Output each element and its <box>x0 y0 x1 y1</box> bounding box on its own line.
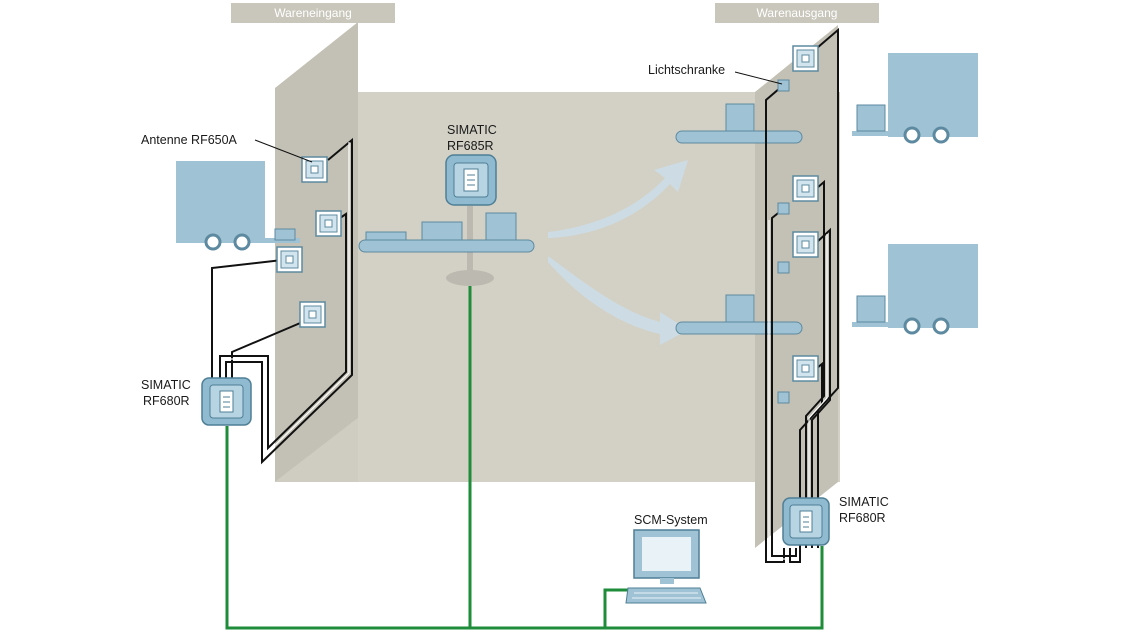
rf650a-antenna-icon <box>276 246 303 273</box>
outbound-truck-body <box>888 53 978 137</box>
inbound-truck-box <box>274 228 296 241</box>
conveyor-belt <box>675 130 803 144</box>
light-barrier-sensor-icon <box>777 79 790 92</box>
outbound-conveyor-top <box>675 103 803 144</box>
outbound-conveyor-bottom <box>675 294 803 335</box>
cable <box>768 220 787 560</box>
inbound-truck-wheel <box>233 233 251 251</box>
outbound-cables <box>765 27 839 563</box>
light-barrier-leader-line <box>734 71 783 85</box>
conveyor-belt <box>358 239 535 253</box>
cable <box>219 212 347 451</box>
outbound-cables-white <box>768 220 828 560</box>
screen <box>642 537 691 571</box>
inbound-cables <box>211 137 353 465</box>
right-reader-label-line1: SIMATIC <box>839 495 889 509</box>
light-barrier-sensor-icon <box>777 261 790 274</box>
cable <box>789 27 839 563</box>
cable <box>765 87 785 563</box>
rf650a-antenna-icon <box>792 231 819 258</box>
cable <box>231 317 313 380</box>
left-reader-label-line1: SIMATIC <box>141 378 191 392</box>
light-barrier-sensor-icon <box>777 202 790 215</box>
inbound-truck <box>176 161 300 251</box>
antenna-leader-line <box>254 139 313 163</box>
rf650a-antenna-icon <box>301 156 328 183</box>
inbound-header-label: Wareneingang <box>274 6 352 20</box>
rf680r-reader-left-icon <box>201 377 252 426</box>
rf650a-antenna-icon <box>315 210 342 237</box>
inbound-header-bar <box>231 3 395 23</box>
keyboard <box>625 587 707 604</box>
rf650a-antenna-icon <box>299 301 326 328</box>
inbound-wall <box>275 22 358 482</box>
left-reader-label-line2: RF680R <box>143 394 190 408</box>
outbound-truck-body <box>888 244 978 328</box>
rf685r-reader-icon <box>445 154 497 206</box>
rf650a-antenna-icon <box>792 355 819 382</box>
network-line <box>225 426 824 630</box>
inbound-truck-body <box>176 161 265 241</box>
package <box>421 221 463 241</box>
package <box>725 294 755 323</box>
center-reader-label-line1: SIMATIC <box>447 123 497 137</box>
outbound-truck-wheel <box>903 317 921 335</box>
outbound-truck-box <box>856 295 886 323</box>
scm-computer-icon <box>625 529 707 604</box>
flow-arrow-up <box>548 160 688 238</box>
cable <box>808 234 828 548</box>
outbound-truck-top <box>852 53 978 144</box>
light-barrier-sensor-icon <box>777 391 790 404</box>
package <box>485 212 517 241</box>
outbound-wall <box>755 25 838 548</box>
right-reader-label-line2: RF680R <box>839 511 886 525</box>
cable <box>222 142 350 457</box>
rf650a-antenna-icon <box>792 45 819 72</box>
outbound-header-bar <box>715 3 879 23</box>
monitor-stand <box>660 578 674 584</box>
outbound-truck-wheel <box>932 126 950 144</box>
inbound-cables-white <box>222 142 350 457</box>
cable <box>811 227 831 548</box>
antenna-label: Antenne RF650A <box>141 133 238 147</box>
cable <box>805 179 825 548</box>
package <box>365 231 407 241</box>
rf680r-reader-right-icon <box>782 497 830 546</box>
cable <box>771 209 797 557</box>
outbound-header-label: Warenausgang <box>757 6 838 20</box>
cable <box>211 257 301 380</box>
package <box>725 103 755 132</box>
center-conveyor <box>358 206 535 286</box>
rf650a-antenna-icon <box>792 175 819 202</box>
light-barrier-label: Lichtschranke <box>648 63 725 77</box>
cable <box>225 137 353 465</box>
outbound-truck-wheel <box>903 126 921 144</box>
scm-system-label: SCM-System <box>634 513 708 527</box>
inbound-truck-wheel <box>204 233 222 251</box>
outbound-truck-box <box>856 104 886 132</box>
center-reader-label-line2: RF685R <box>447 139 494 153</box>
network-line <box>603 588 628 628</box>
flow-arrow-down <box>548 256 688 345</box>
conveyor-belt <box>675 321 803 335</box>
outbound-truck-bottom <box>852 244 978 335</box>
outbound-truck-wheel <box>932 317 950 335</box>
network-lines <box>225 286 824 630</box>
